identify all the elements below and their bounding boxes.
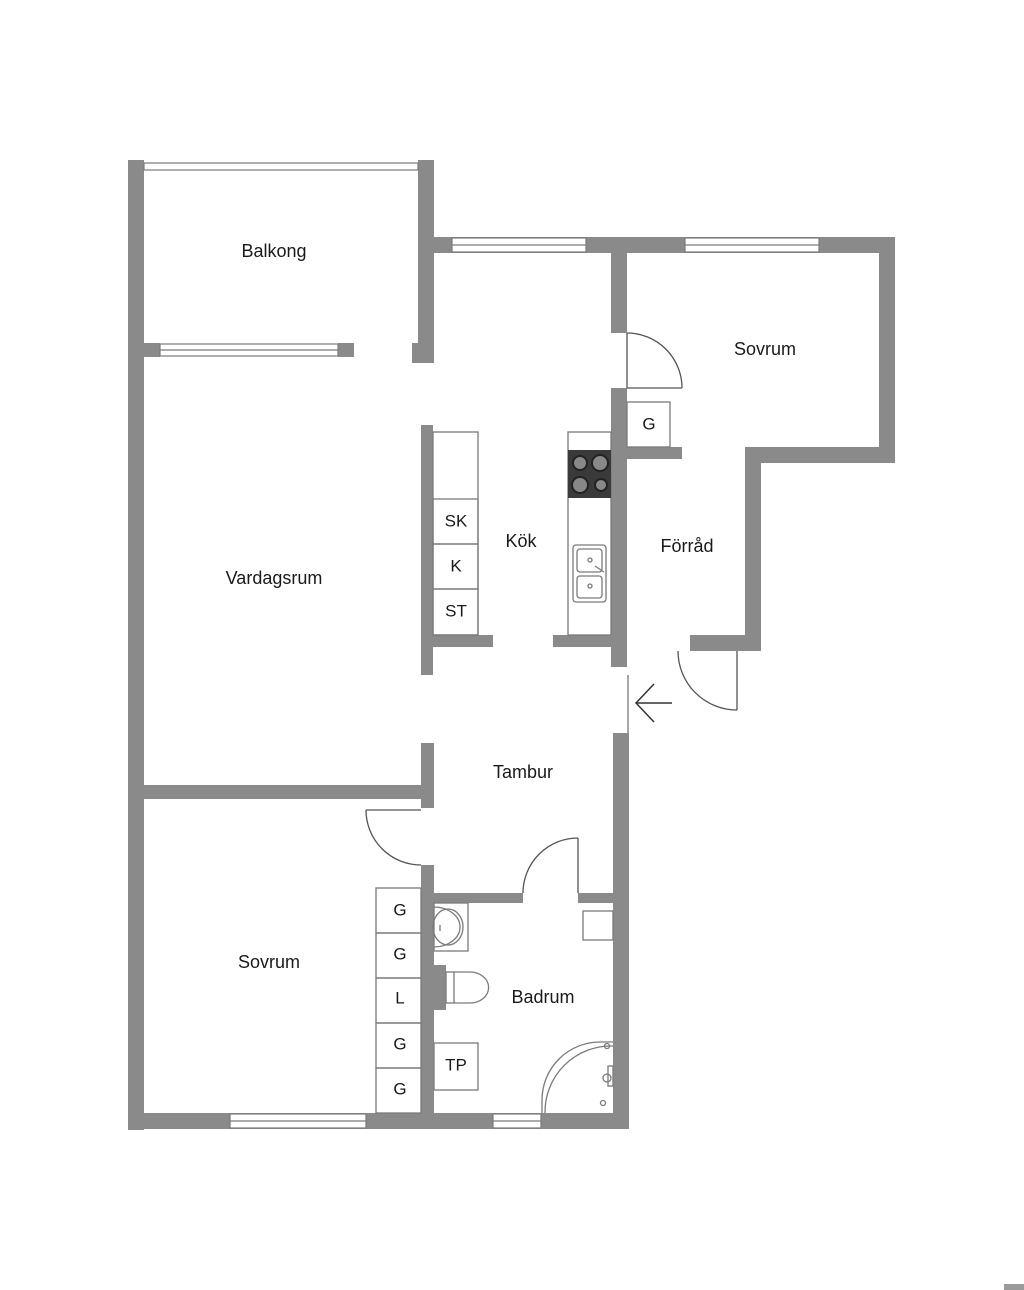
bath-cabinet	[582, 910, 614, 941]
kitchen-island: SK K ST	[432, 431, 479, 636]
bathroom-fixtures: TP	[432, 902, 614, 1114]
wardrobe-label: G	[393, 1079, 406, 1098]
closet-upper: G	[626, 401, 671, 448]
label-tp: TP	[445, 1055, 467, 1074]
wardrobe-row: G G L G G	[375, 887, 422, 1114]
label-g-upper: G	[642, 414, 655, 433]
label-sk: SK	[445, 511, 468, 530]
entrance-arrow-icon	[634, 683, 672, 723]
room-label-forrad: Förråd	[660, 536, 713, 556]
room-label-kok: Kök	[505, 531, 537, 551]
tp-cabinet	[433, 1042, 479, 1091]
wardrobe-label: L	[395, 988, 404, 1007]
st-cabinet	[432, 588, 479, 636]
label-k: K	[450, 556, 462, 575]
room-label-sovrum-upper: Sovrum	[734, 339, 796, 359]
corner-mark	[1004, 1284, 1024, 1290]
walls	[128, 160, 895, 1130]
room-labels: Balkong Vardagsrum Kök Sovrum Förråd Tam…	[226, 241, 796, 1007]
washbasin-icon	[432, 902, 469, 952]
sink-icon	[572, 544, 607, 603]
room-label-vardagsrum: Vardagsrum	[226, 568, 323, 588]
wardrobe-label: G	[393, 1034, 406, 1053]
room-label-badrum: Badrum	[511, 987, 574, 1007]
room-label-balkong: Balkong	[241, 241, 306, 261]
windows	[143, 162, 820, 1129]
room-label-sovrum-lower: Sovrum	[238, 952, 300, 972]
label-st: ST	[445, 601, 467, 620]
wardrobe-label: G	[393, 944, 406, 963]
shower-icon	[541, 1041, 614, 1114]
wardrobe-label: G	[393, 900, 406, 919]
kitchen-counter	[567, 431, 612, 636]
toilet-icon	[434, 965, 490, 1010]
doors	[365, 332, 738, 894]
room-label-tambur: Tambur	[493, 762, 553, 782]
